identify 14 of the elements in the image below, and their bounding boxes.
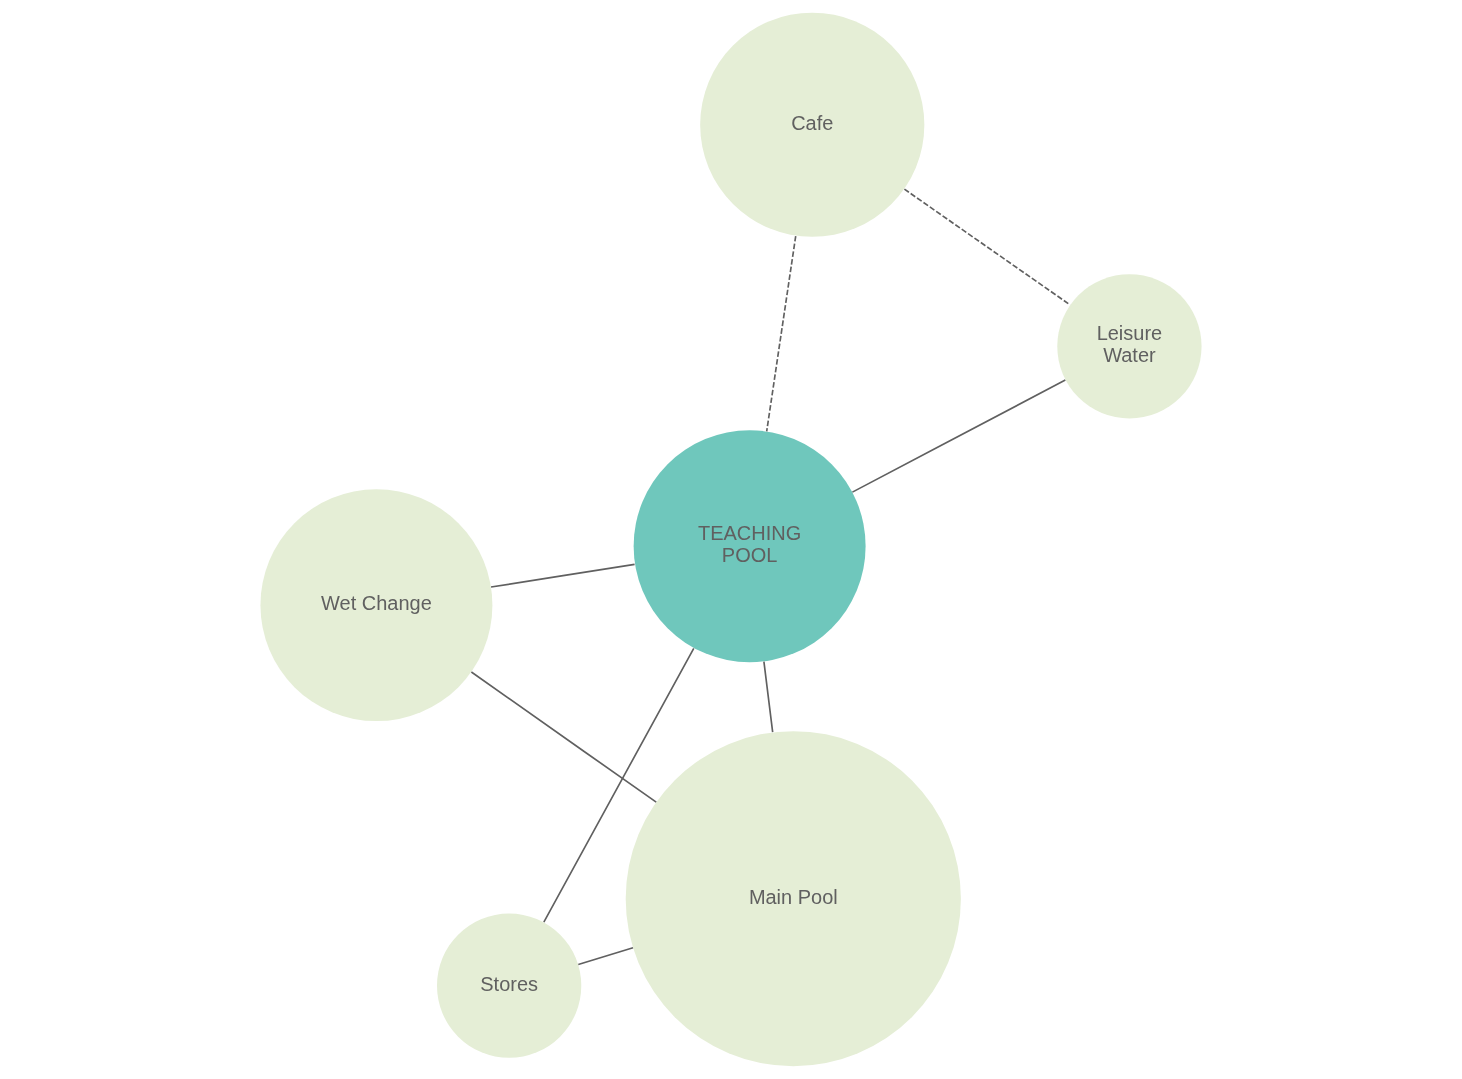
node-circle: Stores <box>437 913 582 1058</box>
connector <box>470 671 658 804</box>
node-circle: Leisure Water <box>1057 274 1202 419</box>
connector <box>577 946 634 966</box>
node-circle: Main Pool <box>625 731 961 1067</box>
connector <box>490 563 636 588</box>
node-circle: Wet Change <box>260 489 493 722</box>
node-circle: TEACHING POOL <box>633 430 866 663</box>
node-circle: Cafe <box>700 12 925 237</box>
connector <box>543 647 695 924</box>
connector <box>903 188 1071 306</box>
connector <box>851 379 1067 493</box>
connector <box>765 235 797 433</box>
connector <box>763 660 774 734</box>
